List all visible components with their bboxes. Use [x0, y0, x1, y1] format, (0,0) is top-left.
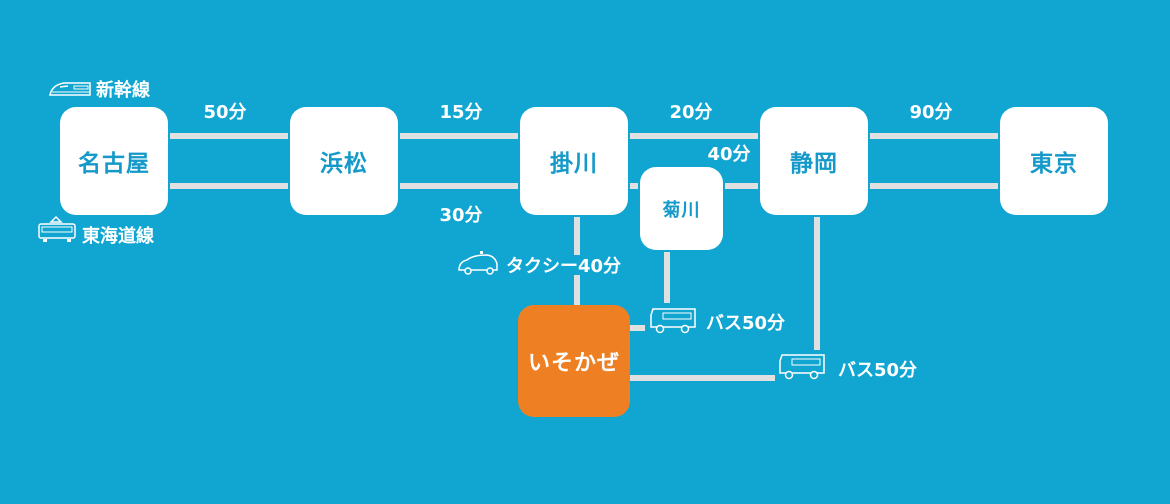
- station-nagoya: 名古屋: [60, 107, 168, 215]
- station-kakegawa: 掛川: [520, 107, 628, 215]
- station-shizuoka: 静岡: [760, 107, 868, 215]
- station-name: 静岡: [790, 151, 838, 177]
- line-kikugawa-bus: [664, 252, 670, 303]
- shinkansen-icon: [49, 82, 91, 96]
- line-shizuoka-tokyo-shinkansen: [870, 133, 998, 139]
- station-name: いそかぜ: [527, 351, 620, 376]
- legend-tokaido: 東海道線: [82, 226, 154, 247]
- station-name: 名古屋: [78, 151, 150, 177]
- time-label: 90分: [909, 102, 953, 123]
- line-isokaze-bus2: [630, 375, 775, 381]
- time-label: 50分: [203, 102, 247, 123]
- station-name: 東京: [1030, 151, 1078, 177]
- access-bus-shizuoka: バス50分: [838, 360, 918, 381]
- taxi-icon: [458, 251, 498, 275]
- line-hamamatsu-kakegawa-local: [400, 183, 518, 189]
- station-tokyo: 東京: [1000, 107, 1108, 215]
- line-kakegawa-kikugawa: [630, 183, 638, 189]
- line-kakegawa-taxi-lower: [574, 275, 580, 305]
- station-name: 菊川: [662, 199, 701, 221]
- line-nagoya-hamamatsu-shinkansen: [170, 133, 288, 139]
- time-label: 40分: [707, 144, 751, 165]
- line-shizuoka-tokyo-local: [870, 183, 998, 189]
- bus-icon: [779, 354, 825, 380]
- line-kakegawa-taxi-upper: [574, 217, 580, 255]
- train-icon: [38, 216, 76, 242]
- line-shizuoka-bus: [814, 217, 820, 350]
- access-bus-kikugawa: バス50分: [706, 313, 786, 334]
- legend-shinkansen: 新幹線: [96, 80, 150, 101]
- bus-icon: [650, 308, 696, 334]
- time-label: 20分: [669, 102, 713, 123]
- access-taxi: タクシー40分: [506, 256, 622, 277]
- station-name: 掛川: [550, 151, 598, 177]
- time-label: 15分: [439, 102, 483, 123]
- line-isokaze-bus1: [630, 325, 645, 331]
- time-label: 30分: [439, 205, 483, 226]
- line-hamamatsu-kakegawa-shinkansen: [400, 133, 518, 139]
- line-nagoya-hamamatsu-local: [170, 183, 288, 189]
- line-kikugawa-shizuoka: [725, 183, 758, 189]
- station-isokaze: いそかぜ: [518, 305, 630, 417]
- station-kikugawa: 菊川: [640, 167, 723, 250]
- station-name: 浜松: [320, 151, 368, 177]
- station-hamamatsu: 浜松: [290, 107, 398, 215]
- line-kakegawa-shizuoka-shinkansen: [630, 133, 758, 139]
